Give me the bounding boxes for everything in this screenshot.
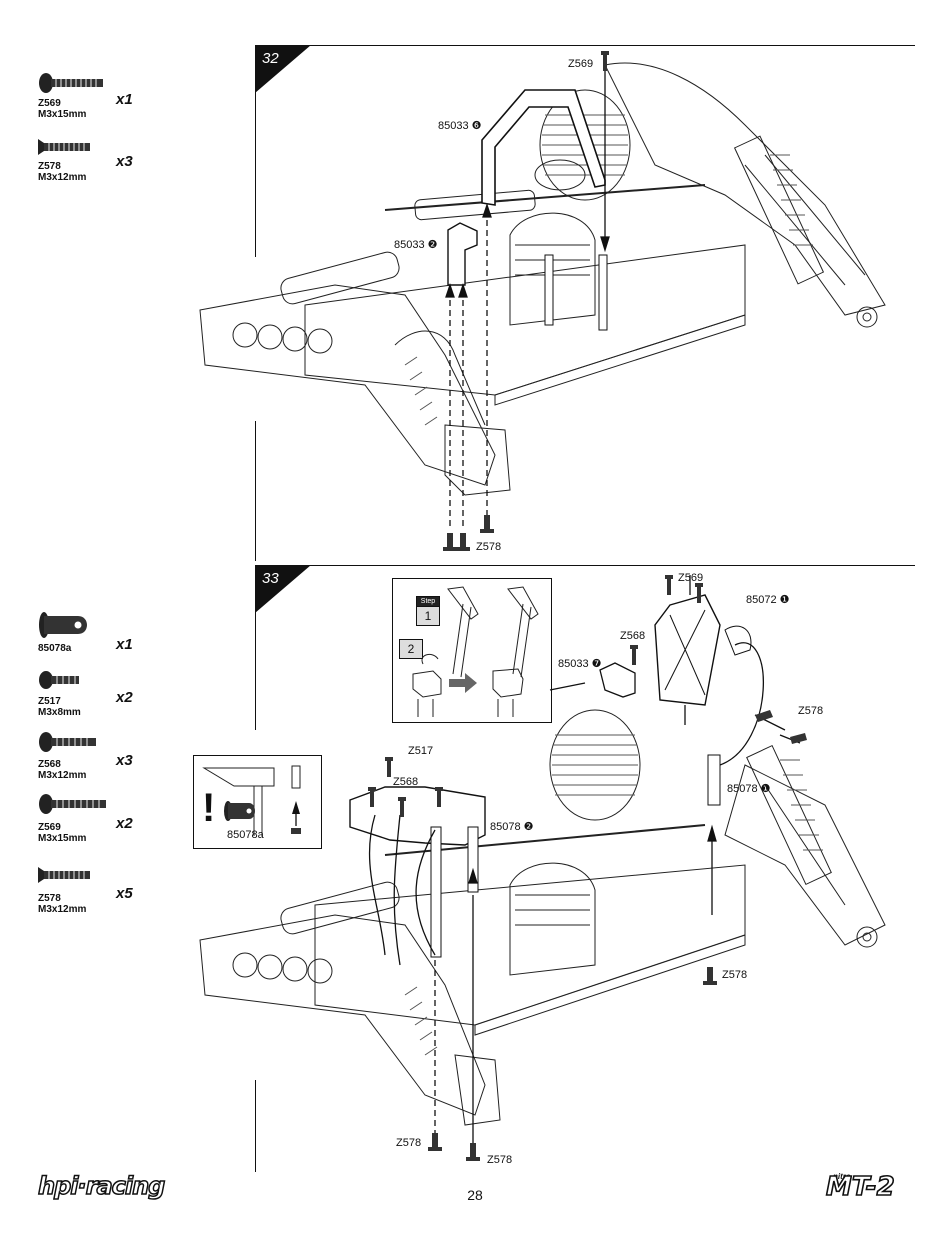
callout-z569: Z569 [568, 58, 593, 70]
callout-85033-7: 85033 ❼ [558, 657, 602, 670]
screw-long-icon [38, 730, 100, 754]
part-qty: x5 [116, 885, 133, 902]
callout-z578-right: Z578 [798, 705, 823, 717]
step-32-diagram [185, 45, 915, 560]
screw-long-icon [38, 70, 108, 96]
part-qty: x3 [116, 752, 133, 769]
part-qty: x1 [116, 636, 133, 653]
screw-short-icon [38, 668, 84, 692]
callout-z578-bottom-right: Z578 [722, 969, 747, 981]
callout-85033-6: 85033 ❻ [438, 119, 482, 132]
callout-z578-bottom-a: Z578 [396, 1137, 421, 1149]
screw-long-icon [38, 792, 110, 816]
callout-85072-1: 85072 ❶ [746, 593, 790, 606]
part-qty: x1 [116, 91, 133, 108]
part-qty: x3 [116, 153, 133, 170]
callout-85078-1: 85078 ❶ [727, 782, 771, 795]
screw-countersunk-icon [38, 866, 94, 884]
callout-85033-2: 85033 ❷ [394, 238, 438, 251]
step-33-diagram [185, 565, 915, 1170]
pin-icon [38, 611, 90, 639]
callout-z568-top: Z568 [620, 630, 645, 642]
callout-z569-33: Z569 [678, 572, 703, 584]
part-qty: x2 [116, 815, 133, 832]
callout-z578: Z578 [476, 541, 501, 553]
mt2-logo: MT-2 [826, 1172, 895, 1202]
callout-z517: Z517 [408, 745, 433, 757]
part-code: 85078a [38, 643, 71, 654]
page-number: 28 [0, 1187, 950, 1203]
part-qty: x2 [116, 689, 133, 706]
callout-z578-bottom-b: Z578 [487, 1154, 512, 1166]
screw-countersunk-icon [38, 138, 94, 156]
callout-z568-mid: Z568 [393, 776, 418, 788]
callout-85078-2: 85078 ❷ [490, 820, 534, 833]
